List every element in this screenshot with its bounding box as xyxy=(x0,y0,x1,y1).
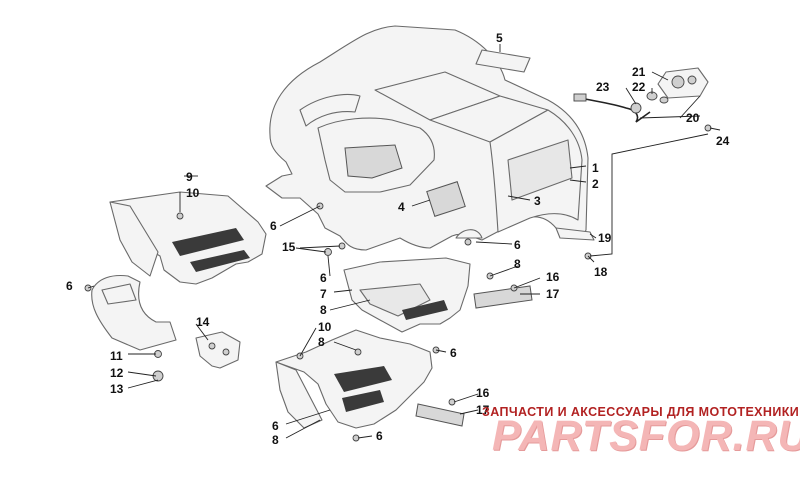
callout-7: 7 xyxy=(320,287,327,301)
callout-9: 9 xyxy=(186,170,193,184)
callout-14: 14 xyxy=(196,315,210,329)
callout-8: 8 xyxy=(514,257,521,271)
callout-20: 20 xyxy=(686,111,700,125)
callout-5: 5 xyxy=(496,31,503,45)
watermark-logo: PARTSFOR.RU xyxy=(492,412,800,460)
callout-labels: 1 2 3 4 5 6 6 6 6 6 6 6 7 8 8 8 8 8 9 10… xyxy=(66,31,730,447)
mud-flap xyxy=(91,274,177,351)
callout-12: 12 xyxy=(110,366,124,380)
callout-10: 10 xyxy=(186,186,200,200)
handle-19 xyxy=(555,227,595,241)
footrest-lower xyxy=(415,403,465,427)
rear-fender-body xyxy=(265,25,589,251)
callout-8: 8 xyxy=(320,303,327,317)
callout-17: 17 xyxy=(546,287,560,301)
callout-15: 15 xyxy=(282,240,296,254)
bracket-14 xyxy=(195,331,241,369)
callout-8: 8 xyxy=(318,335,325,349)
lower-footwell xyxy=(275,329,433,429)
callout-17: 17 xyxy=(476,403,490,417)
callout-23: 23 xyxy=(596,80,610,94)
callout-6: 6 xyxy=(320,271,327,285)
callout-19: 19 xyxy=(598,231,612,245)
callout-13: 13 xyxy=(110,382,124,396)
callout-24: 24 xyxy=(716,134,730,148)
callout-16: 16 xyxy=(546,270,560,284)
footrest-upper xyxy=(473,285,533,309)
decal-5 xyxy=(475,49,531,73)
callout-8: 8 xyxy=(272,433,279,447)
callout-21: 21 xyxy=(632,65,646,79)
callout-11: 11 xyxy=(110,349,123,363)
taillight-assembly xyxy=(573,67,709,123)
callout-6: 6 xyxy=(272,419,279,433)
callout-16: 16 xyxy=(476,386,490,400)
watermark-tagline: ЗАПЧАСТИ И АКСЕССУАРЫ ДЛЯ МОТОТЕХНИКИ xyxy=(482,405,800,419)
callout-6: 6 xyxy=(450,346,457,360)
callout-10: 10 xyxy=(318,320,332,334)
callout-6: 6 xyxy=(514,238,521,252)
callout-3: 3 xyxy=(534,194,541,208)
callout-6: 6 xyxy=(66,279,73,293)
callout-6: 6 xyxy=(270,219,277,233)
callout-1: 1 xyxy=(592,161,599,175)
right-footwell xyxy=(343,257,471,333)
callout-4: 4 xyxy=(398,200,405,214)
callout-2: 2 xyxy=(592,177,599,191)
callout-18: 18 xyxy=(594,265,608,279)
leader-lines xyxy=(87,44,721,439)
left-footwell xyxy=(109,191,267,285)
callout-6: 6 xyxy=(376,429,383,443)
callout-22: 22 xyxy=(632,80,646,94)
